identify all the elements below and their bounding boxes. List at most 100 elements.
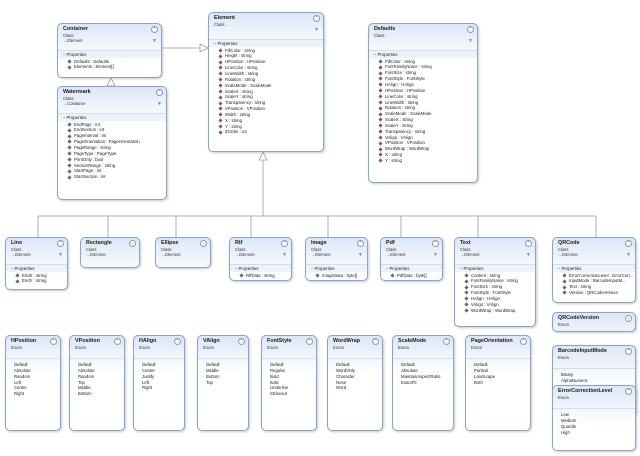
- properties-header[interactable]: Properties: [455, 264, 535, 272]
- collapse-icon[interactable]: ⌃: [151, 26, 158, 33]
- properties-header[interactable]: Properties: [381, 264, 442, 272]
- pdf-class[interactable]: PdfClassElement⌃▼ Properties PdfData : b…: [380, 237, 443, 281]
- enum-value: Underline: [270, 385, 289, 391]
- base-class: Element: [63, 38, 161, 43]
- collapse-icon[interactable]: ⌃: [50, 338, 57, 345]
- expand-icon[interactable]: ⌄: [129, 240, 136, 247]
- enum-value: Left: [14, 379, 22, 385]
- enum-value: Top: [206, 379, 213, 385]
- enum-value: Portrait: [474, 367, 488, 373]
- properties-header[interactable]: Properties: [6, 264, 67, 272]
- enum-value: Absolute: [401, 367, 418, 373]
- enum-name: WordWrap: [333, 338, 361, 344]
- class-name: QRCode: [558, 240, 580, 246]
- collapse-icon[interactable]: ⌃: [281, 240, 288, 247]
- watermark-class[interactable]: WatermarkClassContainer⌃▼ Properties End…: [57, 86, 167, 200]
- expand-icon[interactable]: ⌄: [625, 315, 632, 322]
- class-kind: Class: [214, 22, 225, 27]
- collapse-icon[interactable]: ⌃: [238, 338, 245, 345]
- enum-value: WordOnly: [336, 367, 356, 373]
- property: VAlign : VAlign: [379, 135, 477, 141]
- properties-header[interactable]: Properties: [369, 50, 477, 58]
- properties-header[interactable]: Properties: [553, 264, 635, 272]
- property: HPosition : HPosition: [219, 59, 323, 65]
- property: FillColor : string: [379, 59, 477, 65]
- collapse-icon[interactable]: ⌃: [156, 89, 163, 96]
- container-class[interactable]: ContainerClassElement⌃▼ Properties Defau…: [57, 23, 162, 78]
- properties-header[interactable]: Properties: [58, 113, 166, 121]
- properties-header[interactable]: Properties: [230, 264, 291, 272]
- enum-value: Italic: [270, 379, 279, 385]
- properties-header[interactable]: Properties: [306, 264, 367, 272]
- enum-value: MaintainAspectRatio: [401, 373, 441, 379]
- line-class[interactable]: LineClassElement⌃▼ Properties EndX : str…: [5, 237, 68, 290]
- enum-value: Bold: [270, 373, 279, 379]
- properties-header[interactable]: Properties: [58, 50, 161, 58]
- collapse-icon[interactable]: ⌃: [114, 338, 121, 345]
- class-name: Line: [11, 240, 23, 246]
- collapse-icon[interactable]: ⌃: [306, 338, 313, 345]
- collapse-icon[interactable]: ⌃: [625, 348, 632, 355]
- image-class[interactable]: ImageClassElement⌃▼ Properties ImageData…: [305, 237, 368, 281]
- enum-name: FontStyle: [267, 338, 292, 344]
- collapse-icon[interactable]: ⌃: [625, 240, 632, 247]
- collapse-icon[interactable]: ⌃: [467, 26, 474, 33]
- property: ScaleMode : ScaleMode: [219, 83, 323, 89]
- enum-value: Middle: [206, 367, 219, 373]
- expand-icon[interactable]: ⌄: [200, 240, 207, 247]
- property: ZOrder : int: [219, 129, 323, 135]
- class-kind: Class: [460, 247, 471, 252]
- rectangle-class[interactable]: RectangleClassElement⌄: [80, 237, 140, 268]
- filter-icon: ▼: [526, 252, 531, 258]
- class-kind: Class: [311, 247, 322, 252]
- property: FontFamilyName : string: [465, 278, 535, 284]
- text-class[interactable]: TextClassElement⌃▼ Properties Content : …: [454, 237, 536, 327]
- filter-icon: ▼: [314, 27, 319, 33]
- property: Defaults : Defaults: [68, 59, 161, 65]
- collapse-icon[interactable]: ⌃: [357, 240, 364, 247]
- collapse-icon[interactable]: ⌃: [625, 388, 632, 395]
- collapse-icon[interactable]: ⌃: [520, 338, 527, 345]
- collapse-icon[interactable]: ⌃: [432, 240, 439, 247]
- enum-value: Default: [401, 362, 415, 367]
- properties-header[interactable]: Properties: [209, 39, 323, 47]
- qrcode-class[interactable]: QRCodeClassElement⌃▼ Properties ErrorCor…: [552, 237, 636, 303]
- collapse-icon[interactable]: ⌃: [443, 338, 450, 345]
- base-class: Element: [311, 252, 367, 257]
- class-name: Watermark: [63, 89, 91, 95]
- property: Version : QRCodeVersion: [563, 290, 635, 296]
- enum-kind: Enum: [11, 345, 22, 350]
- enum-value: Right: [14, 391, 25, 397]
- property: Elements : Element[]: [68, 64, 161, 70]
- base-class: Element: [460, 252, 535, 257]
- collapse-icon[interactable]: ⌃: [525, 240, 532, 247]
- class-name: Text: [460, 240, 471, 246]
- base-class: Element: [558, 252, 635, 257]
- base-class: Element: [161, 252, 210, 257]
- property: PageOrientation : PageOrientation: [68, 139, 166, 145]
- collapse-icon[interactable]: ⌃: [174, 338, 181, 345]
- ellipse-class[interactable]: EllipseClassElement⌄: [155, 237, 211, 268]
- enum-kind: Enum: [75, 345, 86, 350]
- class-kind: Class: [374, 33, 385, 38]
- enum-kind: Enum: [558, 322, 569, 327]
- enum-value: Default: [14, 362, 28, 367]
- rtf-class[interactable]: RtfClassElement⌃▼ Properties RtfData : s…: [229, 237, 292, 281]
- collapse-icon[interactable]: ⌃: [313, 15, 320, 22]
- collapse-icon[interactable]: ⌃: [372, 338, 379, 345]
- property: VPosition : VPosition: [219, 106, 323, 112]
- enum-value: Center: [14, 385, 27, 391]
- collapse-icon[interactable]: ⌃: [57, 240, 64, 247]
